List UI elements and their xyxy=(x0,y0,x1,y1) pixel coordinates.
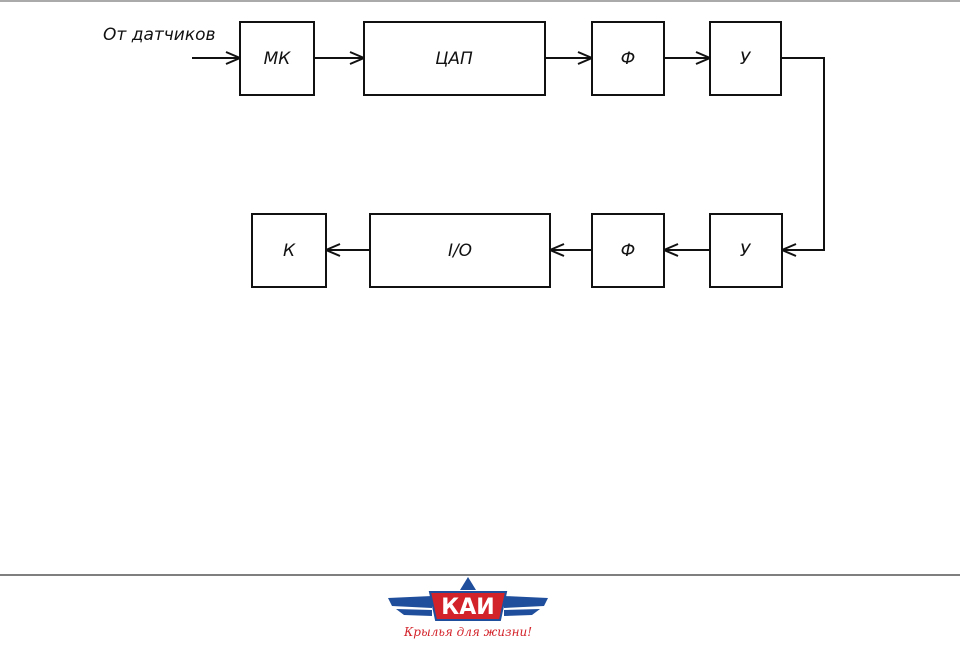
block-amp-2: У xyxy=(709,213,783,288)
block-mk-label: МК xyxy=(264,49,292,69)
block-mk: МК xyxy=(239,21,315,96)
connector-amp1-to-amp2 xyxy=(779,57,825,257)
block-filter-2-label: Ф xyxy=(621,241,636,261)
logo-badge xyxy=(428,591,508,621)
block-k-label: К xyxy=(283,241,296,261)
block-filter-2: Ф xyxy=(591,213,665,288)
logo-peak xyxy=(460,577,476,590)
block-filter-1: Ф xyxy=(591,21,665,96)
block-amp-1: У xyxy=(709,21,782,96)
block-dac-label: ЦАП xyxy=(435,49,473,69)
block-io-label: I/O xyxy=(448,241,472,261)
logo-left-wing xyxy=(388,596,432,608)
arrow-input-to-mk xyxy=(192,51,243,65)
kai-logo: КАИ Крылья для жизни! xyxy=(388,577,548,639)
block-k: К xyxy=(251,213,327,288)
arrow-amp2-to-filter2 xyxy=(661,243,710,257)
arrow-filter1-to-amp1 xyxy=(664,51,713,65)
arrow-io-to-k xyxy=(323,243,370,257)
block-io: I/O xyxy=(369,213,551,288)
logo-right-wing xyxy=(504,596,548,608)
arrow-filter2-to-io xyxy=(547,243,592,257)
logo-name: КАИ xyxy=(441,595,494,620)
block-amp-1-label: У xyxy=(740,49,752,69)
arrow-dac-to-filter1 xyxy=(545,51,595,65)
block-filter-1-label: Ф xyxy=(621,49,636,69)
arrow-mk-to-dac xyxy=(314,51,367,65)
block-dac: ЦАП xyxy=(363,21,546,96)
block-amp-2-label: У xyxy=(740,241,752,261)
input-label: От датчиков xyxy=(103,25,216,45)
logo-slogan: Крылья для жизни! xyxy=(403,625,532,639)
